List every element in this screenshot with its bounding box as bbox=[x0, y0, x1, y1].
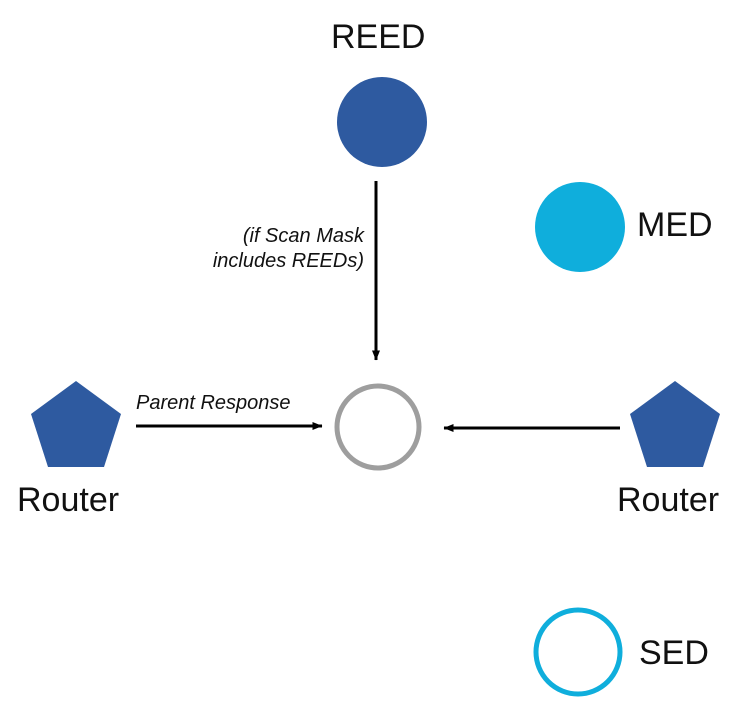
edge-label-scan-mask-line2: includes REEDs) bbox=[212, 250, 364, 272]
edge-label-scan-mask-line1: (if Scan Mask bbox=[242, 225, 364, 247]
center-node-ring[interactable] bbox=[334, 383, 422, 471]
reed-node-circle[interactable] bbox=[337, 77, 427, 167]
router-left-node-label: Router bbox=[17, 481, 120, 519]
edge-label-scan-mask: (if Scan Mask includes REEDs) bbox=[186, 224, 364, 274]
edge-label-parent-response: Parent Response bbox=[136, 392, 291, 414]
router-right-node-pentagon[interactable] bbox=[630, 381, 720, 467]
router-left-node-pentagon[interactable] bbox=[31, 381, 121, 467]
med-node-circle[interactable] bbox=[535, 182, 625, 272]
sed-node-ring[interactable] bbox=[533, 607, 623, 697]
sed-node-label: SED bbox=[639, 634, 709, 672]
reed-node-label: REED bbox=[331, 18, 426, 56]
router-right-node-label: Router bbox=[617, 481, 720, 519]
med-node-label: MED bbox=[637, 206, 713, 244]
